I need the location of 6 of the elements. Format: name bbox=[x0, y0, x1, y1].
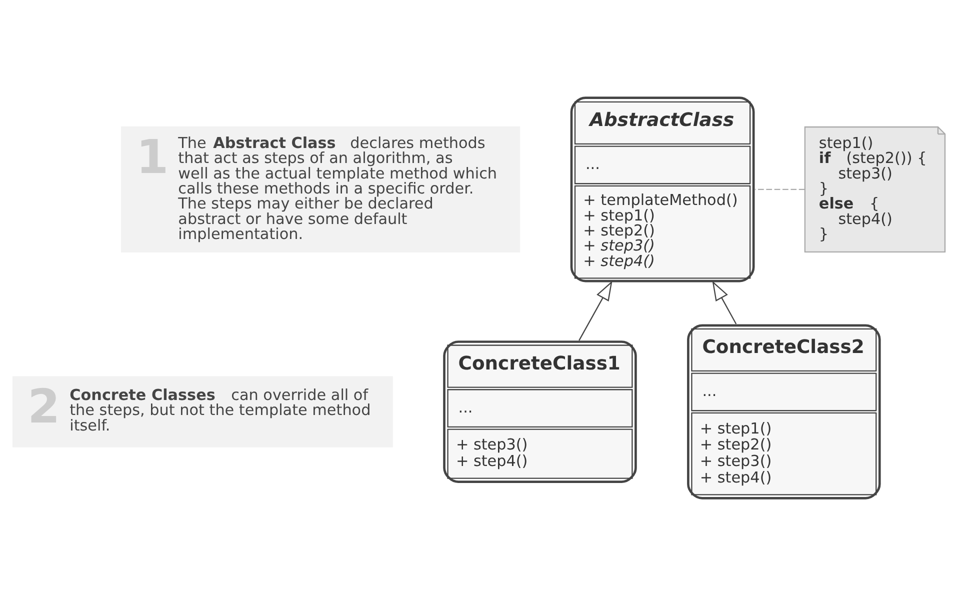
node-box: ConcreteClass1 ... + step3() + step4() bbox=[443, 340, 637, 482]
arrow bbox=[578, 280, 612, 340]
connector bbox=[755, 188, 805, 190]
node-box: ConcreteClass2 ... + step1() + step2() + step3() + step4() bbox=[687, 324, 881, 499]
arrow bbox=[712, 280, 737, 324]
node-box: AbstractClass ... + templateMethod() + step1() + step2() + step3() + step4() bbox=[570, 96, 755, 282]
